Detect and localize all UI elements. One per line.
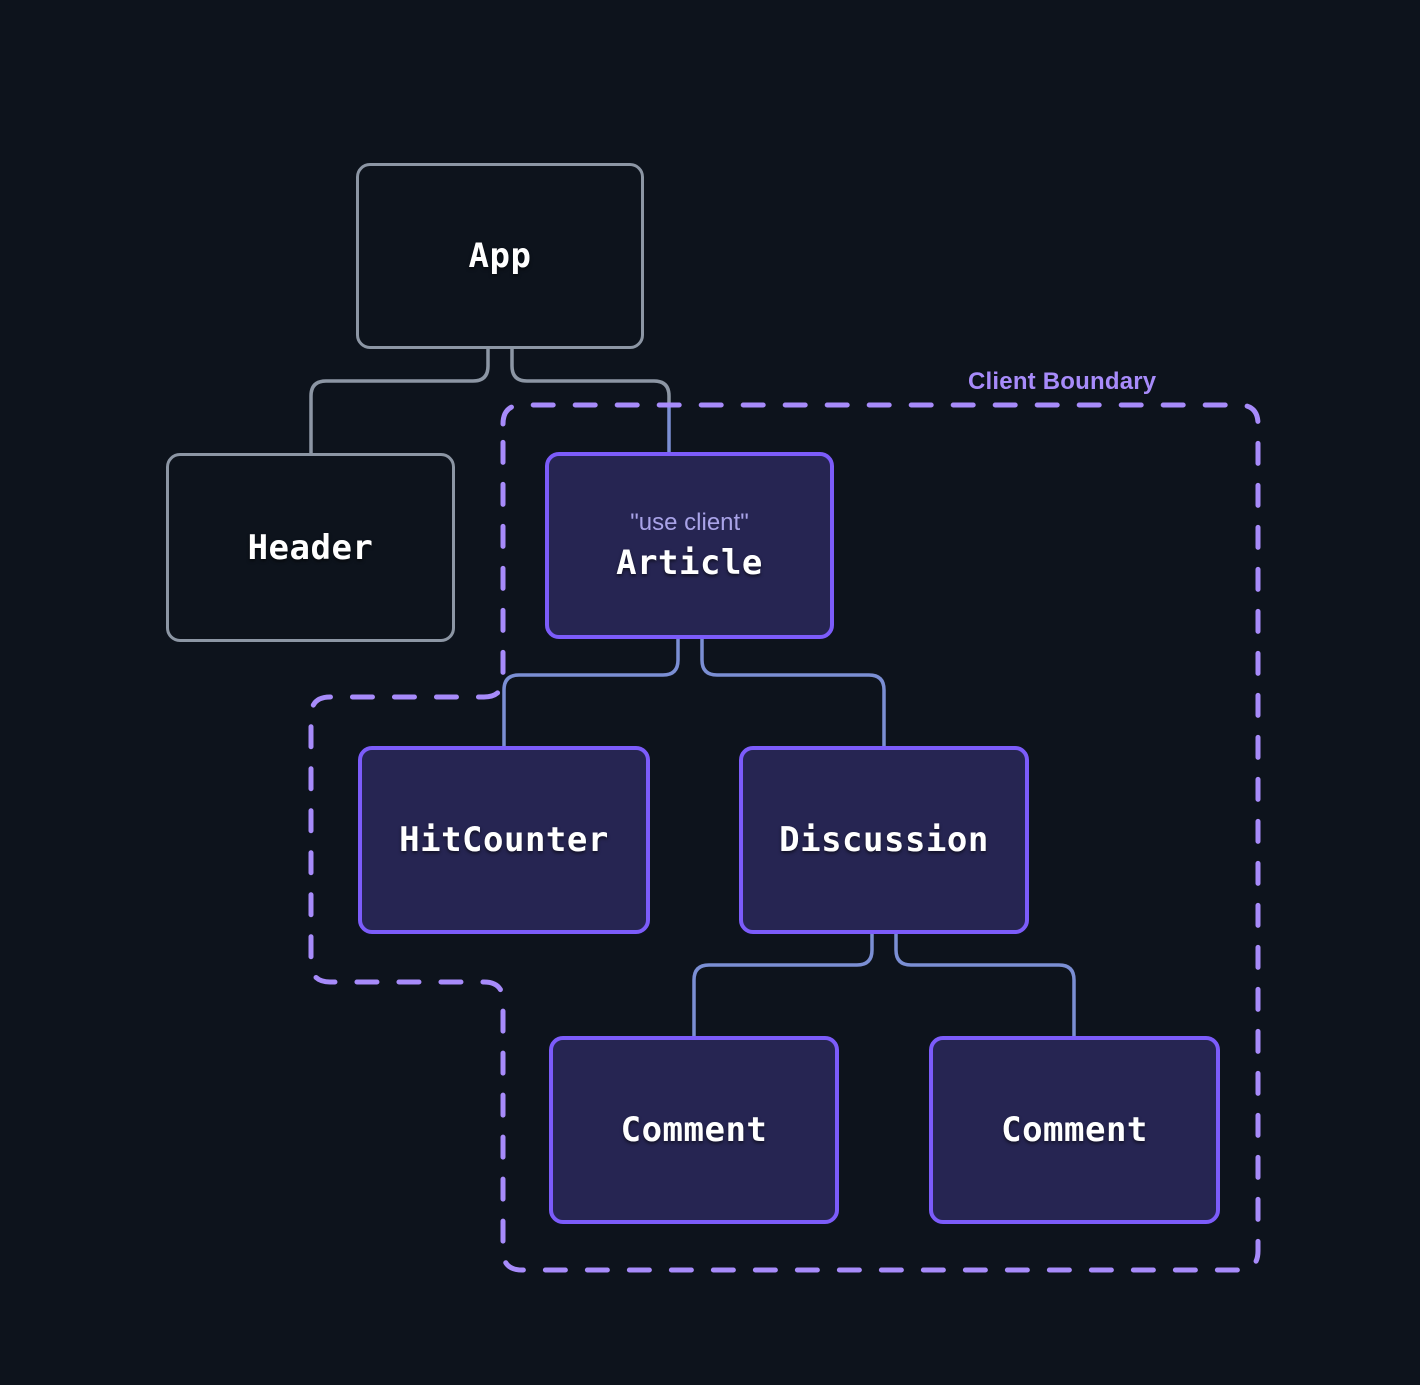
- node-discussion[interactable]: Discussion: [739, 746, 1029, 934]
- node-article[interactable]: "use client" Article: [545, 452, 834, 639]
- edge-discussion-to-comment-2: [894, 932, 1076, 1038]
- node-app-label: App: [468, 236, 532, 276]
- node-comment-1-label: Comment: [620, 1110, 768, 1150]
- node-article-label: Article: [616, 542, 763, 583]
- node-comment-2-label: Comment: [1001, 1110, 1148, 1150]
- node-comment-2[interactable]: Comment: [929, 1036, 1220, 1224]
- edge-article-to-discussion: [700, 637, 886, 748]
- node-hitcounter[interactable]: HitCounter: [358, 746, 650, 934]
- edge-article-to-hitcounter: [502, 637, 680, 748]
- node-comment-1[interactable]: Comment: [549, 1036, 839, 1224]
- edge-discussion-to-comment-1: [692, 932, 874, 1038]
- edge-app-to-header: [309, 347, 490, 455]
- node-app[interactable]: App: [356, 163, 644, 349]
- client-boundary-label: Client Boundary: [968, 368, 1157, 395]
- node-header-label: Header: [247, 527, 374, 568]
- node-hitcounter-label: HitCounter: [399, 820, 609, 860]
- node-article-use-client-directive: "use client": [630, 508, 749, 536]
- node-header[interactable]: Header: [166, 453, 455, 642]
- edge-app-to-article-server-part: [510, 347, 671, 408]
- node-discussion-label: Discussion: [779, 820, 989, 860]
